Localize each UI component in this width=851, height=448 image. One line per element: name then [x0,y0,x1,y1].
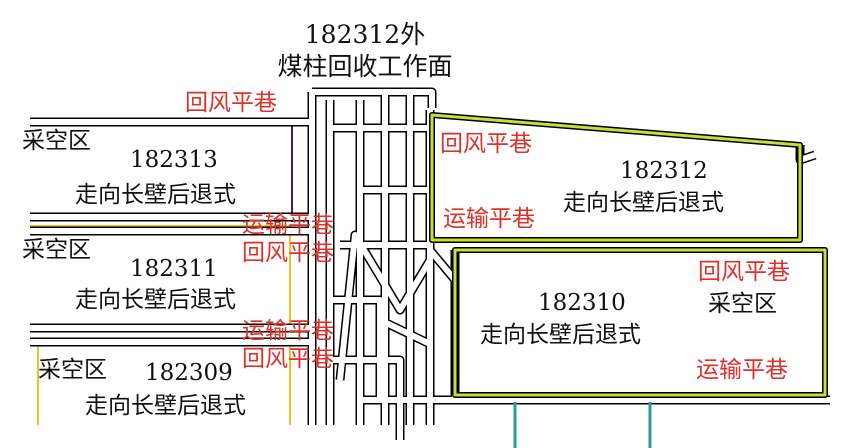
id-182312: 182312 [620,158,708,184]
status-182311: 采空区 [22,237,91,263]
title-line1: 182312外 [304,20,426,49]
label-return-182312: 回风平巷 [440,131,532,157]
label-return-182311: 回风平巷 [242,240,334,266]
label-haulage-182313: 运输平巷 [242,212,334,238]
status-182310: 采空区 [708,291,777,317]
id-182311: 182311 [130,256,218,282]
yellow-roadway [30,225,291,425]
label-return-182309: 回风平巷 [242,346,334,372]
method-182311: 走向长壁后退式 [75,287,236,313]
teal-roadway [513,402,652,448]
label-return-182313: 回风平巷 [185,90,277,116]
label-return-182310: 回风平巷 [698,259,790,285]
label-haulage-182312: 运输平巷 [443,206,535,232]
method-182312: 走向长壁后退式 [563,190,724,216]
method-182310: 走向长壁后退式 [480,322,641,348]
label-haulage-182310: 运输平巷 [696,357,788,383]
id-182310: 182310 [538,290,626,316]
id-182309: 182309 [145,360,233,386]
title-line2: 煤柱回收工作面 [277,52,453,81]
method-182309: 走向长壁后退式 [85,393,246,419]
label-haulage-182311: 运输平巷 [242,318,334,344]
status-182313: 采空区 [22,128,91,154]
method-182313: 走向长壁后退式 [75,182,236,208]
id-182313: 182313 [130,147,218,173]
status-182309: 采空区 [38,357,107,383]
